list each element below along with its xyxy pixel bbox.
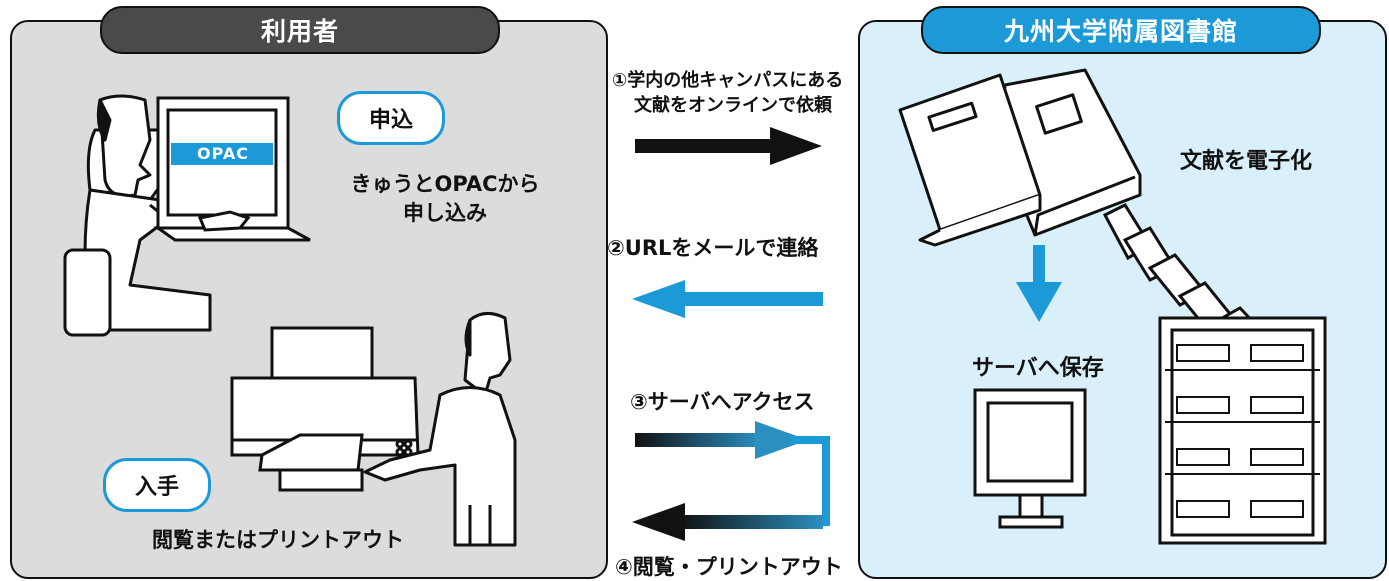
printer-icon (230, 326, 420, 492)
user-panel-title: 利用者 (100, 6, 500, 54)
apply-text-1: きゅうとOPACから (350, 172, 540, 196)
save-down-arrow (1016, 245, 1062, 322)
laptop-icon (153, 96, 311, 242)
save-text: サーバへ保存 (972, 356, 1104, 381)
step2-arrow (632, 280, 823, 318)
step1-arrow (635, 127, 822, 165)
obtain-text: 閲覧またはプリントアウト (152, 528, 404, 552)
person-at-printer-icon (363, 312, 517, 547)
step3-arrow (635, 421, 830, 526)
books-icon (898, 68, 1142, 247)
step2-text: ②URLをメールで連絡 (607, 236, 819, 260)
digitize-text: 文献を電子化 (1180, 149, 1313, 174)
step4-text: ④閲覧・プリントアウト (615, 555, 843, 579)
step4-arrow (632, 503, 823, 541)
monitor-icon (973, 388, 1087, 529)
opac-logo: OPAC (197, 144, 249, 163)
apply-text-2: 申し込み (403, 201, 487, 225)
hand-on-keyboard-icon (197, 210, 251, 232)
library-panel-title: 九州大学附属図書館 (921, 6, 1321, 54)
obtain-badge: 入手 (103, 458, 211, 512)
server-rack-icon (1158, 316, 1327, 545)
step1-line2: 文献をオンラインで依頼 (634, 95, 832, 116)
step1-line1: ①学内の他キャンパスにある (612, 70, 844, 91)
step3-text: ③サーバへアクセス (630, 390, 815, 414)
apply-badge: 申込 (337, 91, 445, 145)
person-at-computer-icon (63, 94, 212, 337)
